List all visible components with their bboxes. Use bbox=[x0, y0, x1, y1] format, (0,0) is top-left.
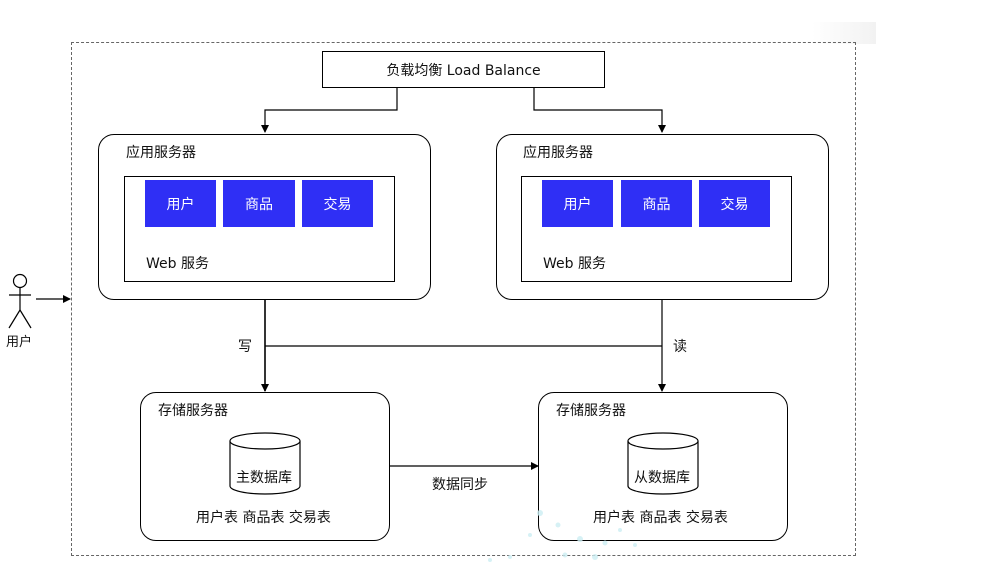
storage-server-right-title: 存储服务器 bbox=[556, 403, 626, 419]
slave-database-icon bbox=[627, 432, 699, 495]
slave-database-label: 从数据库 bbox=[634, 470, 690, 486]
module-goods-left: 商品 bbox=[223, 180, 295, 227]
write-label: 写 bbox=[238, 339, 252, 355]
master-database-label: 主数据库 bbox=[236, 470, 292, 486]
app-server-left-title: 应用服务器 bbox=[126, 145, 196, 161]
web-label-left: Web 服务 bbox=[146, 256, 209, 272]
tables-left: 用户表 商品表 交易表 bbox=[196, 510, 331, 526]
module-trade-right: 交易 bbox=[699, 180, 770, 227]
read-label: 读 bbox=[673, 339, 687, 355]
web-label-right: Web 服务 bbox=[543, 256, 606, 272]
decor-speckles bbox=[488, 510, 637, 562]
lb-to-app-left bbox=[261, 88, 398, 133]
load-balancer-label: 负载均衡 Load Balance bbox=[386, 62, 541, 79]
actor-label: 用户 bbox=[6, 335, 33, 350]
module-user-left: 用户 bbox=[145, 180, 216, 227]
tables-right: 用户表 商品表 交易表 bbox=[593, 510, 728, 526]
sync-label: 数据同步 bbox=[432, 477, 488, 493]
decor-fade bbox=[812, 22, 876, 44]
system-boundary bbox=[71, 42, 856, 556]
module-trade-left: 交易 bbox=[302, 180, 373, 227]
lb-to-app-right bbox=[533, 88, 666, 133]
load-balancer-box: 负载均衡 Load Balance bbox=[322, 51, 605, 88]
master-database-icon bbox=[229, 432, 301, 495]
user-actor-icon bbox=[8, 273, 32, 329]
module-user-right: 用户 bbox=[542, 180, 613, 227]
storage-server-left-title: 存储服务器 bbox=[158, 403, 228, 419]
app-server-right-title: 应用服务器 bbox=[523, 145, 593, 161]
module-goods-right: 商品 bbox=[621, 180, 692, 227]
